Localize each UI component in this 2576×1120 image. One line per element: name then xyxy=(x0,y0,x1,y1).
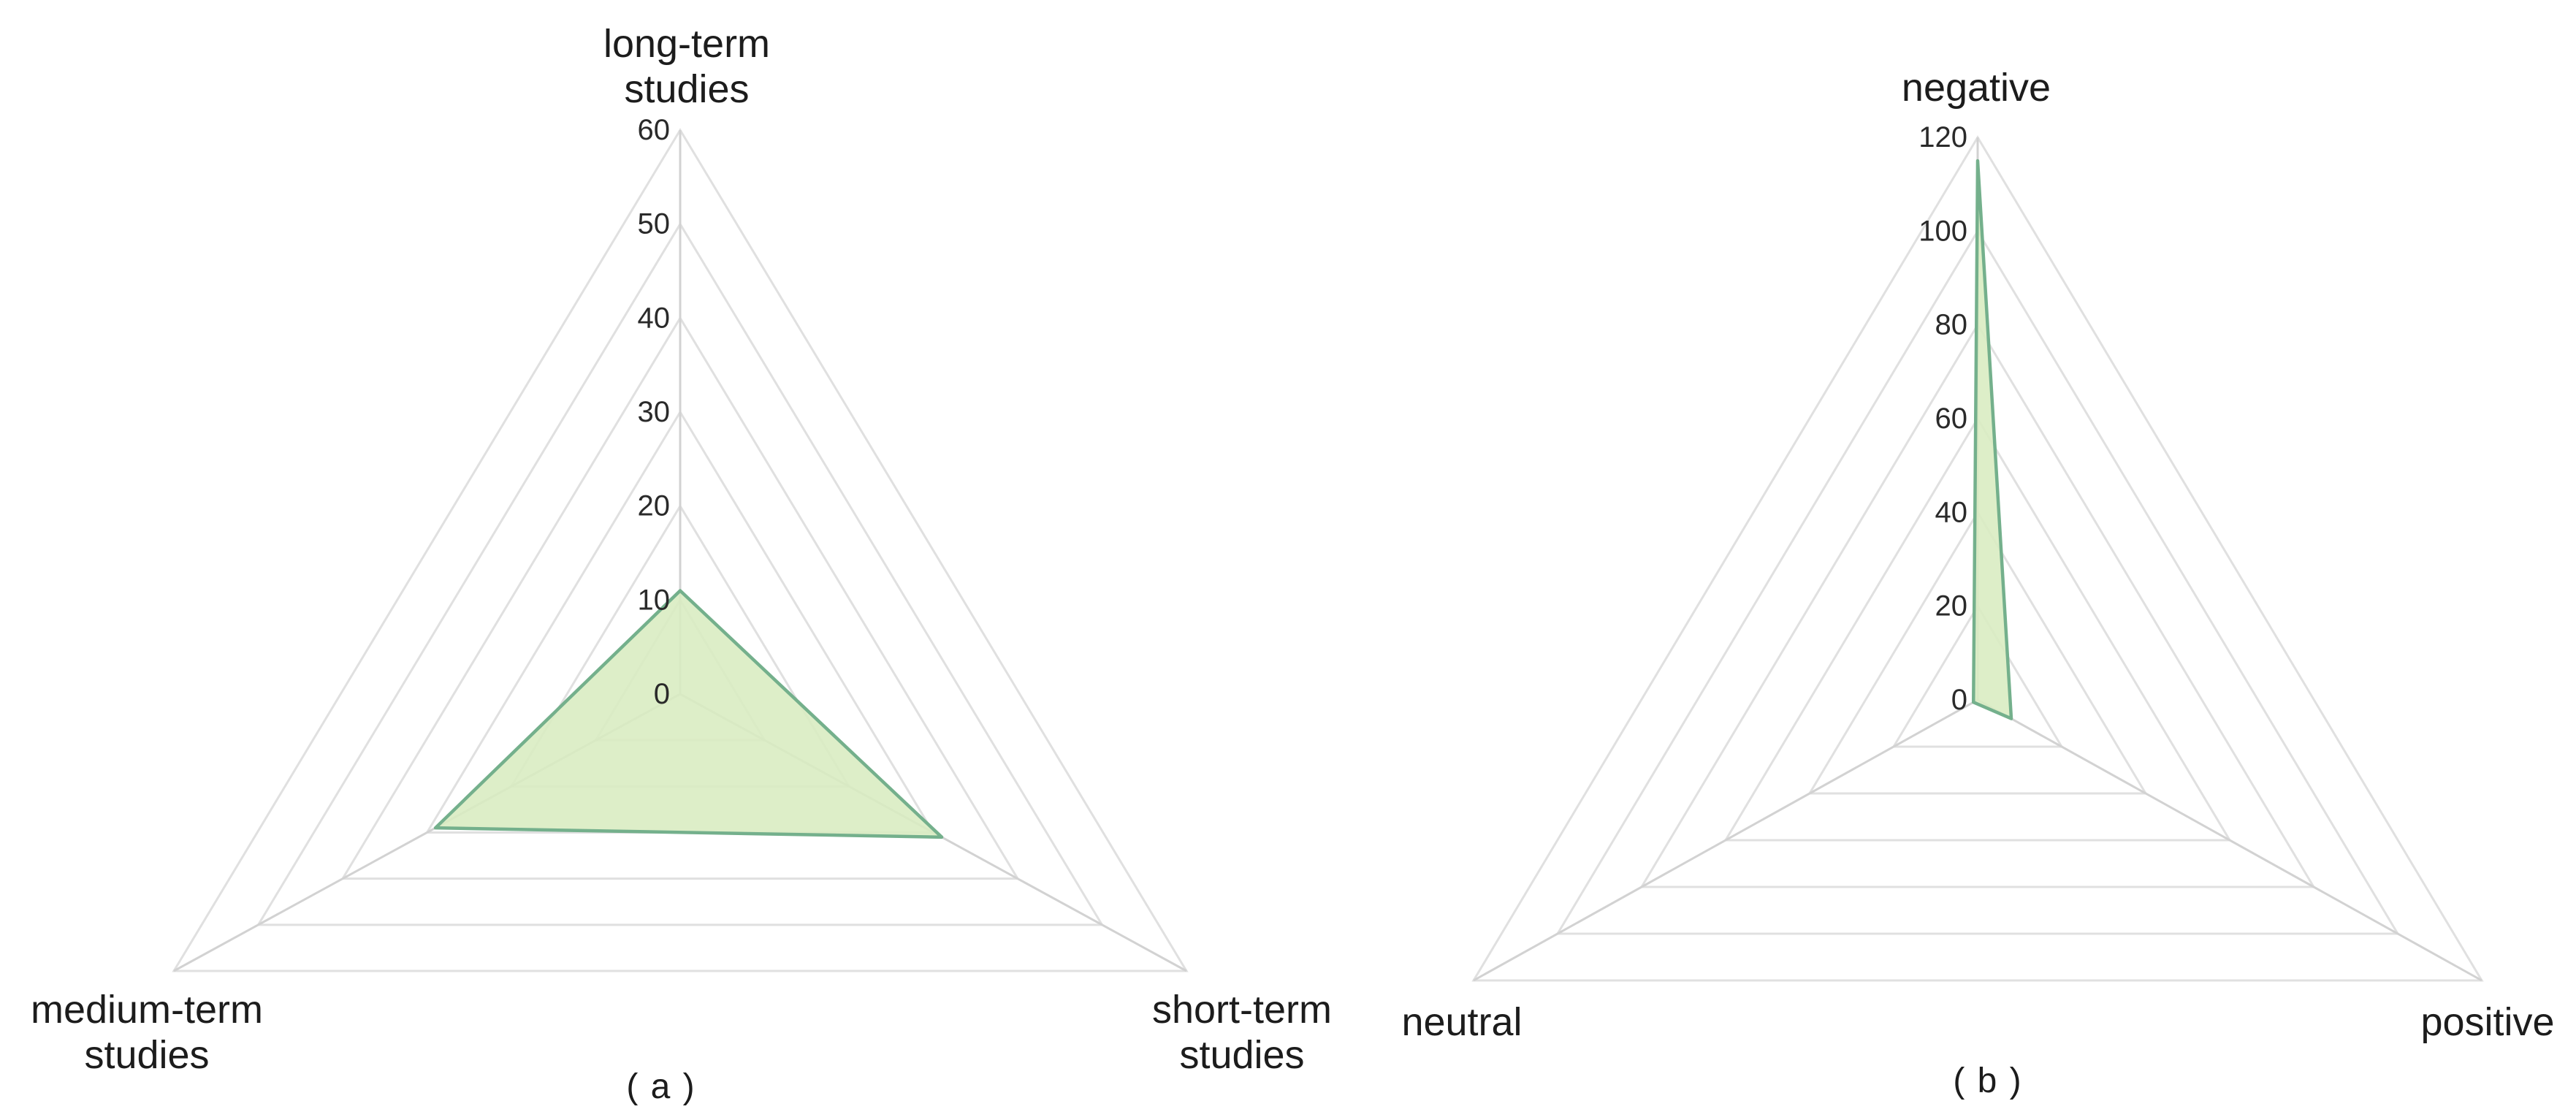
tick-label: 60 xyxy=(638,114,671,146)
axis-spoke xyxy=(1473,698,1978,982)
axis-label: neutral xyxy=(1401,1000,1522,1044)
grid-ring xyxy=(340,316,1020,880)
radar-chart-b: 0 20 40 60 80 100 120 negative neutral positive xyxy=(1401,66,2554,1044)
caption-a: ( a ) xyxy=(626,1067,696,1106)
caption-b: ( b ) xyxy=(1953,1062,2023,1100)
tick-label: 40 xyxy=(1935,496,1968,528)
tick-label: 50 xyxy=(638,208,671,240)
tick-label: 40 xyxy=(638,302,671,334)
data-polygon xyxy=(1972,159,2013,720)
grid-ring xyxy=(256,221,1105,926)
axis-spoke xyxy=(1977,698,2482,982)
grid-ring xyxy=(1639,322,2316,888)
tick-label: 20 xyxy=(638,490,671,522)
tick-label: 80 xyxy=(1935,309,1968,341)
data-polygon xyxy=(433,589,944,839)
tick-label: 30 xyxy=(638,396,671,428)
grid-ring xyxy=(1891,603,2064,748)
tick-label: 0 xyxy=(654,678,670,710)
tick-label: 100 xyxy=(1918,215,1967,247)
axis-label: positive xyxy=(2420,1000,2554,1044)
grid-ring xyxy=(1723,416,2232,842)
grid-ring xyxy=(1807,510,2148,795)
tick-label: 0 xyxy=(1951,684,1967,716)
grid-ring xyxy=(1555,229,2400,935)
tick-label: 10 xyxy=(638,584,671,616)
grid-ring xyxy=(1471,135,2484,982)
tick-label: 20 xyxy=(1935,590,1968,622)
axis-label: negative xyxy=(1902,66,2051,110)
grid-ring xyxy=(172,128,1189,972)
tick-label: 120 xyxy=(1918,121,1967,153)
tick-label: 60 xyxy=(1935,403,1968,435)
